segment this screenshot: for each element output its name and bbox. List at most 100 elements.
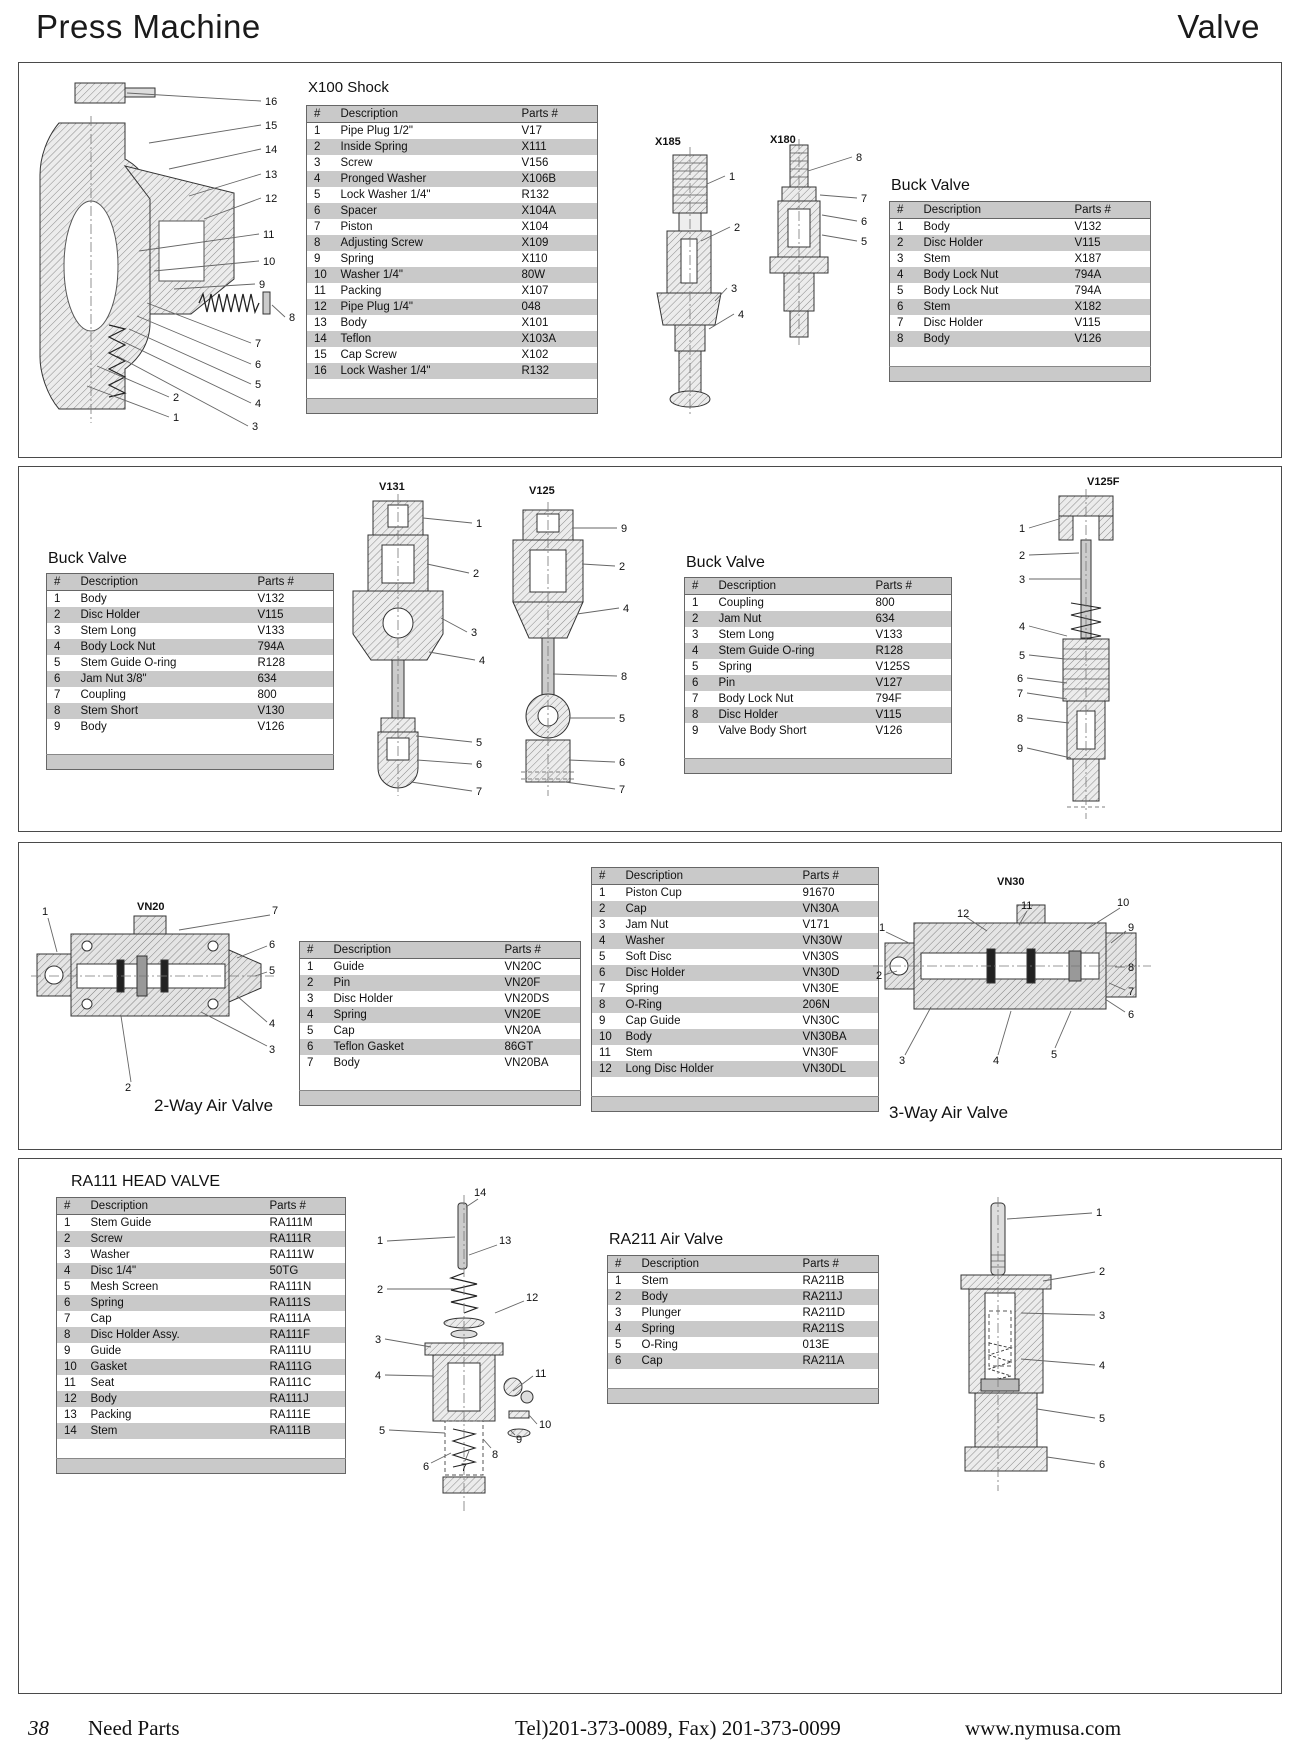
callout-number: 6 (423, 1461, 429, 1473)
table-cell: 3 (599, 919, 606, 931)
column-header: Description (714, 577, 872, 595)
callout-number: 1 (476, 518, 482, 530)
table-cell: 5 (692, 661, 699, 673)
footer-website[interactable]: www.nymusa.com (965, 1716, 1122, 1740)
v131-drawing (352, 494, 444, 796)
footer-brand: Need Parts (88, 1716, 180, 1740)
callout-number: 9 (1128, 922, 1134, 934)
table-footer-bar (591, 1095, 879, 1111)
callout-number: 4 (993, 1055, 999, 1067)
table-cell: 634 (871, 611, 952, 627)
table-footer-bar-cell (306, 397, 598, 413)
table-cell: Spring (718, 661, 752, 673)
page-title-left: Press Machine (36, 8, 261, 45)
table-cell: 10 (306, 267, 337, 283)
table-cell: VN30BA (798, 1029, 879, 1045)
table-cell: Pin (329, 975, 501, 991)
table-cell: Valve Body Short (718, 725, 807, 737)
table-cell: RA211D (802, 1307, 846, 1319)
table-cell: 794A (1074, 285, 1102, 297)
callout-number: 1 (377, 1235, 383, 1247)
table-cell: V130 (253, 703, 334, 719)
x100-cutaway-drawing (39, 82, 271, 423)
table-spacer-row (607, 1369, 879, 1388)
table-cell: Cap Guide (625, 1015, 681, 1027)
callout-number: 11 (263, 229, 274, 241)
table-cell: 5 (54, 657, 61, 669)
table-cell: Cap (333, 1025, 355, 1037)
table-cell: Washer 1/4" (336, 267, 518, 283)
table-cell: 013E (802, 1339, 830, 1351)
three-way-caption: 3-Way Air Valve (889, 1103, 1009, 1122)
callout-number: 4 (738, 309, 744, 321)
table-cell: 13 (64, 1409, 77, 1421)
column-header: Description (336, 105, 518, 123)
table-cell: 8 (306, 235, 337, 251)
vn20-callouts: 1 7 6 5 4 3 2 (42, 905, 278, 1094)
callout-number: 11 (535, 1368, 546, 1380)
buck-valve-x-title: Buck Valve (891, 177, 970, 194)
callout-number: 4 (479, 655, 485, 667)
table-spacer-row-cell (299, 1071, 581, 1090)
table-cell: 4 (889, 267, 920, 283)
table-cell: Disc Holder Assy. (86, 1327, 266, 1343)
table-cell: Cap (621, 901, 799, 917)
table-cell: 4 (46, 639, 77, 655)
table-cell: Screw (86, 1231, 266, 1247)
callout-number: 3 (899, 1055, 905, 1067)
table-cell: 8 (684, 707, 715, 723)
table-cell: 14 (306, 331, 337, 347)
table-cell: VN30E (802, 983, 839, 995)
table-cell: RA111S (265, 1295, 346, 1311)
callout-number: 7 (461, 1462, 467, 1474)
table-cell: Disc Holder (333, 993, 393, 1005)
table-cell: Jam Nut (625, 919, 669, 931)
callout-number: 8 (289, 312, 295, 324)
column-header: Description (637, 1255, 799, 1273)
table-cell: RA211B (802, 1275, 845, 1287)
callout-number: 12 (957, 908, 969, 920)
callout-number: 5 (255, 379, 261, 391)
callout-number: 5 (861, 236, 867, 248)
table-footer-bar (684, 757, 952, 773)
table-cell: 1 (897, 221, 904, 233)
table-spacer-row (46, 735, 334, 754)
table-cell: 5 (314, 189, 321, 201)
table-cell: Piston (340, 221, 373, 233)
table-cell: Stem Short (76, 703, 254, 719)
vn30-drawing (873, 904, 1151, 1010)
table-cell: 10 (591, 1029, 622, 1045)
callout-number: 6 (255, 359, 261, 371)
column-header: Description (621, 867, 799, 885)
column-header: Parts # (798, 867, 879, 885)
buck-valve-v125-title: Buck Valve (686, 554, 765, 571)
table-footer-bar (56, 1457, 346, 1473)
table-spacer-row (684, 739, 952, 758)
callout-number: 6 (619, 757, 625, 769)
table-cell: Disc Holder (621, 965, 799, 981)
table-cell: Stem Long (80, 625, 137, 637)
callout-number: 8 (856, 152, 862, 164)
callout-number: 5 (1019, 650, 1025, 662)
table-cell: 1 (307, 961, 314, 973)
table-cell: X102 (521, 349, 549, 361)
table-cell: Body (919, 331, 1071, 347)
v125f-leader-lines (1026, 518, 1081, 759)
